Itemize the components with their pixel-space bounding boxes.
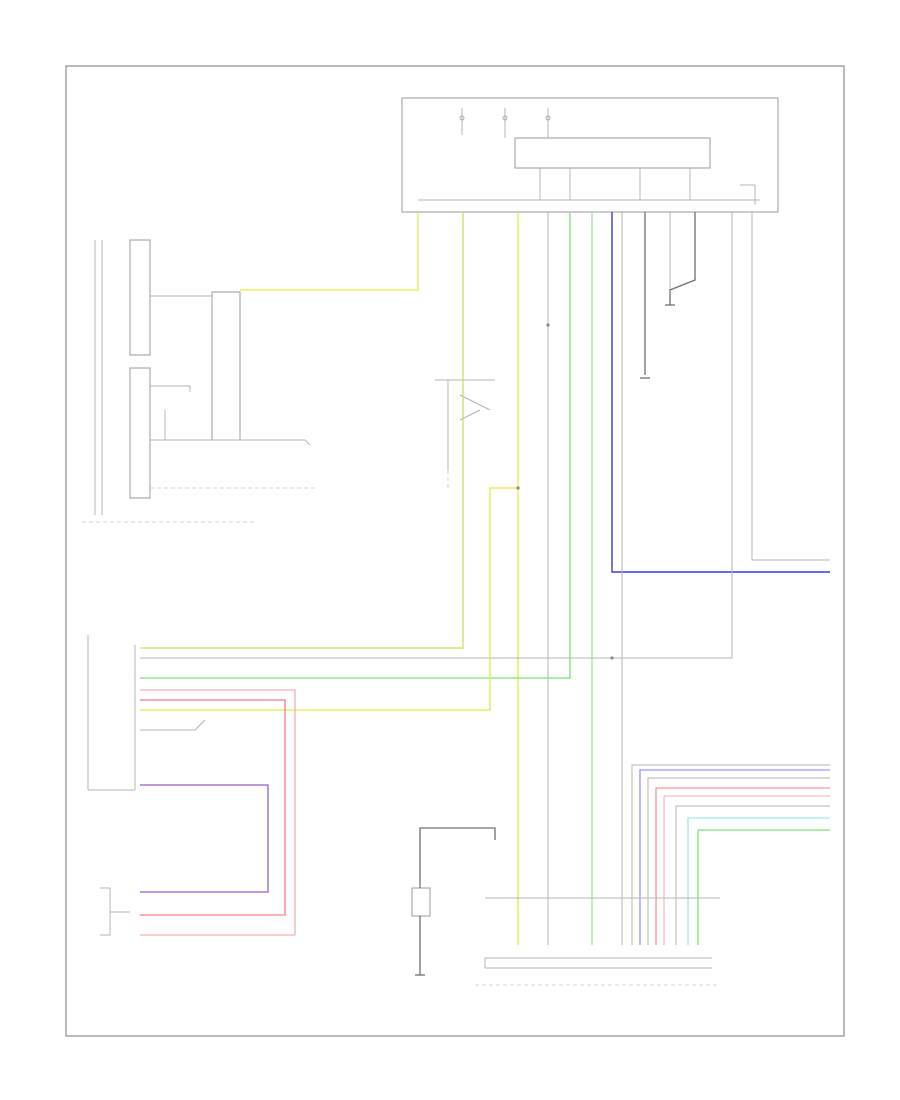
wire-br-3: [675, 805, 830, 945]
wire-ground-left: [140, 719, 206, 731]
wire-br-blue: [639, 769, 830, 945]
light-control-unit: [87, 635, 136, 791]
wire-blue: [611, 212, 830, 573]
relay-box: [514, 137, 711, 169]
wire-yellow-top: [240, 212, 419, 291]
junction-dot: [516, 486, 520, 490]
junction-dot: [546, 323, 550, 327]
control-unit: [401, 97, 779, 213]
wire-br-cyan: [687, 817, 830, 945]
junction-dot: [610, 656, 614, 660]
combination-switch: [435, 379, 495, 488]
wire-br-2: [647, 777, 830, 945]
wire-left-3: [150, 439, 311, 446]
wire-br-green: [697, 829, 830, 945]
wire-yellow-green-main: [140, 212, 464, 649]
wire-br-red: [655, 787, 830, 945]
wire-red-2: [140, 699, 286, 916]
wire-br-pink: [663, 795, 830, 945]
wire-br-1: [631, 764, 830, 945]
lighting-switch: [411, 827, 496, 975]
wire-red-1: [140, 689, 296, 936]
wire-yellow-return: [140, 487, 518, 711]
diagram-frame: [65, 65, 845, 1037]
wire-purple: [140, 784, 269, 893]
wire-ground-695: [669, 212, 696, 305]
wire-left-2: [150, 385, 191, 392]
wire-gray-732: [140, 212, 733, 659]
wire-gray-752: [751, 212, 830, 561]
auto-light-sensor: [100, 887, 130, 936]
under-dash-fuse-box: [82, 239, 255, 523]
wire-green-570: [140, 212, 571, 679]
